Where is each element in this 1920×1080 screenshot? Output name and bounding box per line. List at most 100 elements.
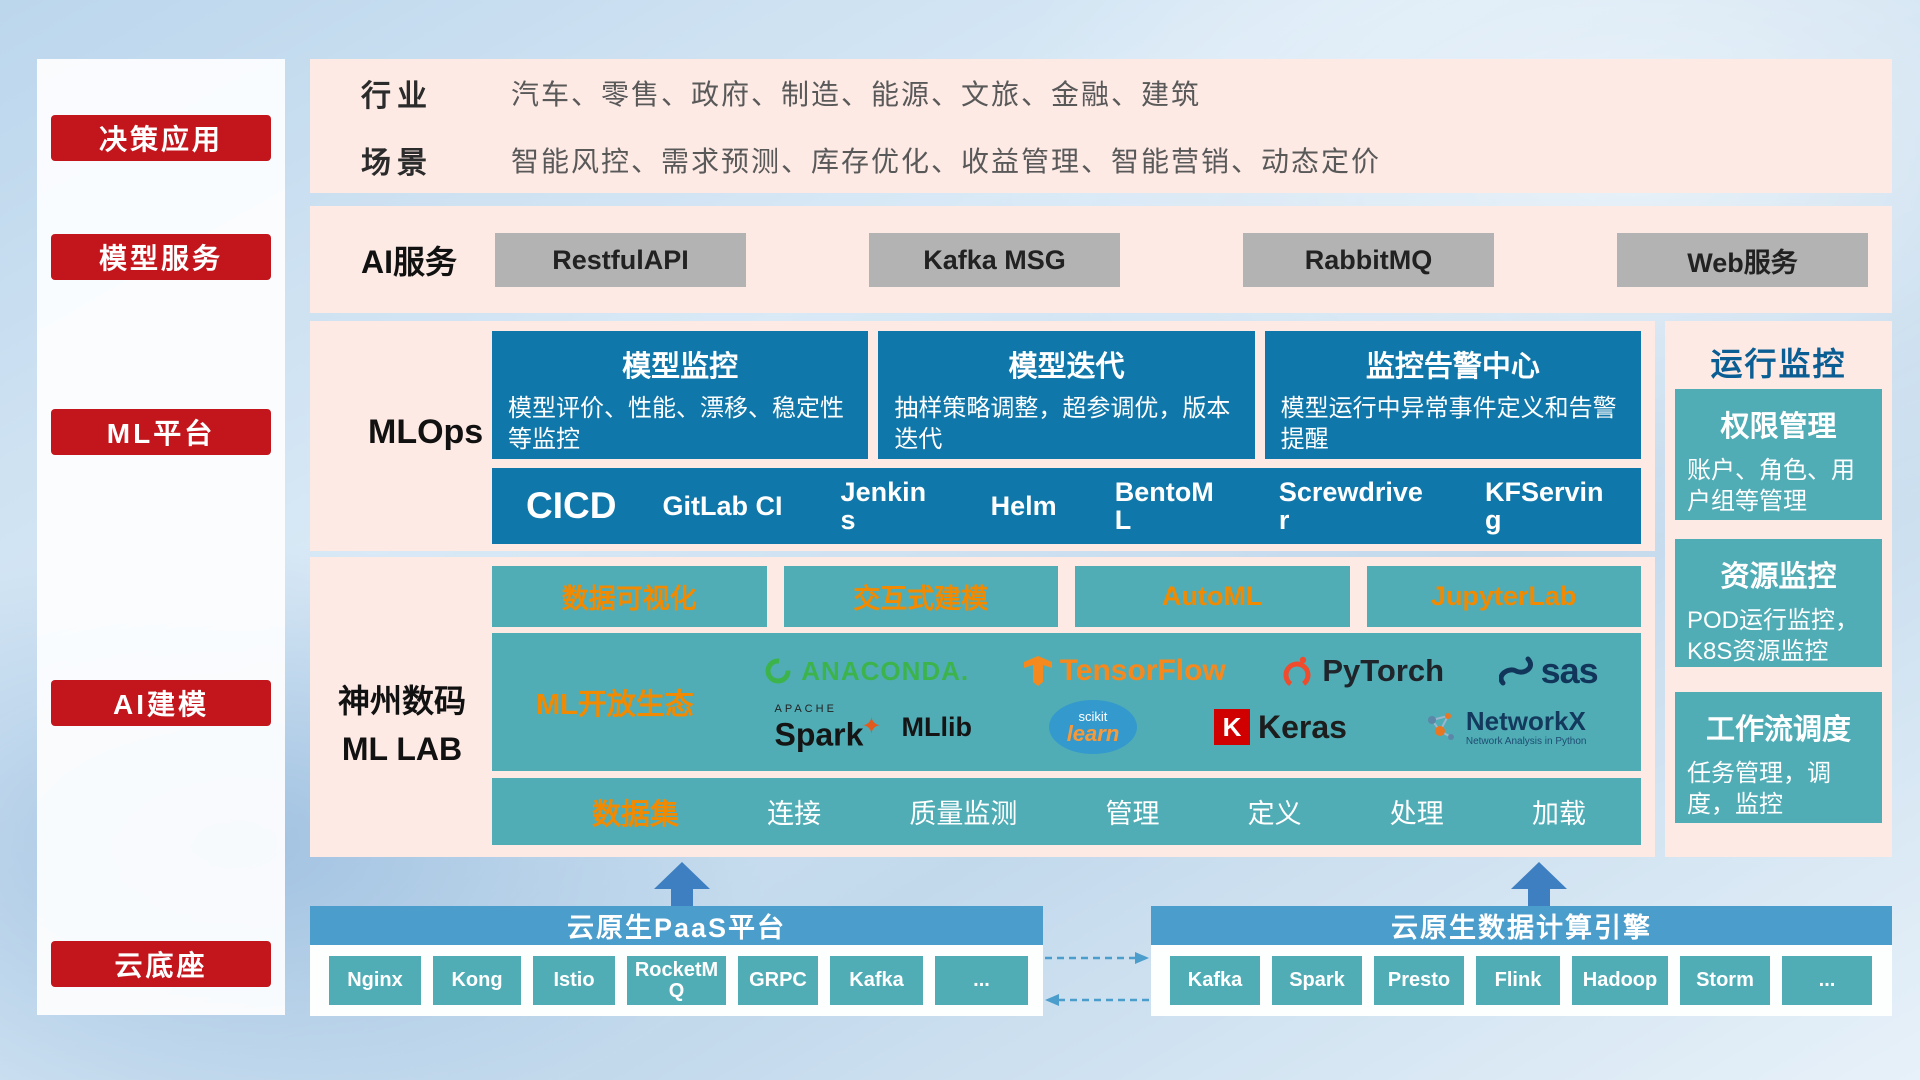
data-engine-header: 云原生数据计算引擎 (1151, 906, 1892, 945)
cicd-tool-bentoml: BentoML (1114, 476, 1214, 535)
permission-management-title: 权限管理 (1720, 411, 1837, 443)
scikit-learn-icon: scikit learn (1048, 700, 1137, 754)
data-engine-strip: Kafka Spark Presto Flink Hadoop Storm ..… (1151, 945, 1892, 1016)
anaconda-text: ANACONDA. (801, 655, 970, 686)
anaconda-logo: ANACONDA. (763, 656, 969, 687)
permission-management-desc: 账户、角色、用户组等管理 (1687, 457, 1855, 516)
logo-row-2: APACHE Spark✦ MLlib scikit learn K Kera (736, 700, 1625, 754)
data-exchange-arrows-icon (1045, 952, 1149, 1006)
up-arrow-icon (1511, 862, 1567, 906)
model-monitoring-card: 模型监控 模型评价、性能、漂移、稳定性等监控 (492, 331, 869, 459)
sidebar-item-ai-modeling: AI建模 (51, 680, 271, 726)
workflow-scheduler-title: 工作流调度 (1705, 714, 1851, 746)
model-iteration-title: 模型迭代 (1008, 351, 1125, 383)
ai-service-label: AI服务 (361, 243, 458, 280)
industry-scene-panel: 行业 汽车、零售、政府、制造、能源、文旅、金融、建筑 场景 智能风控、需求预测、… (310, 59, 1892, 193)
tensorflow-icon (1023, 656, 1052, 686)
service-web: Web服务 (1617, 233, 1868, 287)
runtime-monitor-title: 运行监控 (1710, 346, 1847, 382)
resource-monitor-title: 资源监控 (1720, 561, 1837, 593)
sidebar-item-ml-platform: ML平台 (51, 409, 271, 455)
paas-chip-rocketmq: RocketMQ (627, 956, 726, 1005)
paas-chip-kong: Kong (433, 956, 521, 1005)
spark-mllib-logo: APACHE Spark✦ MLlib (774, 702, 973, 750)
ecosystem-logos: ANACONDA. TensorFlow PyTorch (736, 650, 1641, 754)
service-restfulapi: RestfulAPI (495, 233, 746, 287)
industry-label: 行业 (361, 79, 433, 113)
scene-label: 场景 (361, 146, 433, 180)
mllab-features: 数据可视化 交互式建模 AutoML JupyterLab (492, 566, 1641, 627)
scene-value: 智能风控、需求预测、库存优化、收益管理、智能营销、动态定价 (511, 145, 1382, 177)
engine-chip-presto: Presto (1374, 956, 1464, 1005)
networkx-text: NetworkX (1465, 706, 1586, 737)
dataset-item-quality: 质量监测 (909, 799, 1018, 829)
cicd-tool-kfserving: KFServing (1484, 476, 1604, 535)
dataset-item-process: 处理 (1389, 799, 1444, 829)
networkx-icon (1427, 713, 1454, 740)
service-kafka-msg: Kafka MSG (869, 233, 1120, 287)
dataset-bar: 数据集 连接 质量监测 管理 定义 处理 加载 (492, 778, 1641, 845)
sidebar-item-model-service: 模型服务 (51, 234, 271, 280)
dataset-item-load: 加载 (1531, 799, 1586, 829)
resource-monitor-card: 资源监控 POD运行监控，K8S资源监控 (1675, 539, 1882, 667)
cicd-label: CICD (526, 485, 617, 526)
pytorch-text: PyTorch (1322, 653, 1445, 688)
model-iteration-desc: 抽样策略调整，超参调优，版本迭代 (894, 395, 1231, 454)
tensorflow-text: TensorFlow (1059, 654, 1226, 687)
keras-text: Keras (1257, 708, 1347, 745)
pytorch-logo: PyTorch (1280, 653, 1444, 689)
keras-logo: K Keras (1213, 708, 1347, 746)
engine-chip-kafka: Kafka (1170, 956, 1260, 1005)
feature-automl: AutoML (1075, 566, 1350, 627)
sas-text: sas (1540, 650, 1599, 691)
sidebar: 决策应用 模型服务 ML平台 AI建模 云底座 (37, 59, 285, 1015)
spark-star-icon: ✦ (861, 712, 882, 740)
cicd-tool-screwdriver: Screwdriver (1278, 476, 1423, 535)
tensorflow-logo: TensorFlow (1023, 654, 1226, 688)
networkx-logo: NetworkX Network Analysis in Python (1424, 707, 1587, 747)
service-rabbitmq: RabbitMQ (1243, 233, 1494, 287)
sas-logo: sas (1498, 650, 1599, 692)
networkx-subtext: Network Analysis in Python (1465, 735, 1587, 747)
engine-chip-spark: Spark (1272, 956, 1362, 1005)
feature-jupyterlab: JupyterLab (1366, 566, 1641, 627)
runtime-monitor-panel: 运行监控 权限管理 账户、角色、用户组等管理 资源监控 POD运行监控，K8S资… (1665, 321, 1892, 857)
apache-text: APACHE (774, 702, 837, 715)
paas-chip-more: ... (935, 956, 1028, 1005)
networkx-wordmark: NetworkX Network Analysis in Python (1466, 707, 1587, 747)
cicd-tool-gitlab: GitLab CI (662, 490, 783, 521)
sidebar-item-decision-app: 决策应用 (51, 115, 271, 161)
workflow-scheduler-card: 工作流调度 任务管理，调度，监控 (1675, 692, 1882, 823)
scene-row: 场景 智能风控、需求预测、库存优化、收益管理、智能营销、动态定价 (310, 126, 1892, 193)
engine-chip-flink: Flink (1476, 956, 1560, 1005)
pytorch-icon (1283, 656, 1311, 689)
ml-ecosystem-label: ML开放生态 (536, 689, 694, 721)
permission-management-card: 权限管理 账户、角色、用户组等管理 (1675, 389, 1882, 520)
mlops-panel: MLOps 模型监控 模型评价、性能、漂移、稳定性等监控 模型迭代 抽样策略调整… (310, 321, 1655, 551)
paas-chip-nginx: Nginx (329, 956, 421, 1005)
mllab-label-line2: ML LAB (341, 731, 463, 767)
anaconda-icon (765, 658, 791, 684)
ai-service-panel: AI服务 RestfulAPI Kafka MSG RabbitMQ Web服务 (310, 206, 1892, 313)
resource-monitor-desc: POD运行监控，K8S资源监控 (1687, 607, 1860, 666)
model-monitoring-title: 模型监控 (622, 351, 739, 383)
paas-platform-strip: Nginx Kong Istio RocketMQ GRPC Kafka ... (310, 945, 1043, 1016)
mllab-panel: 神州数码 ML LAB 数据可视化 交互式建模 AutoML JupyterLa… (310, 557, 1655, 857)
feature-interactive-modeling: 交互式建模 (783, 566, 1058, 627)
model-monitoring-desc: 模型评价、性能、漂移、稳定性等监控 (508, 395, 844, 454)
dataset-item-connect: 连接 (767, 799, 822, 829)
mllab-label-line1: 神州数码 (337, 683, 466, 719)
logo-row-1: ANACONDA. TensorFlow PyTorch (736, 650, 1625, 692)
sas-icon (1498, 656, 1533, 686)
cicd-tools: GitLab CI Jenkins Helm BentoML Screwdriv… (662, 478, 1607, 535)
mlops-cards: 模型监控 模型评价、性能、漂移、稳定性等监控 模型迭代 抽样策略调整，超参调优，… (492, 331, 1641, 459)
feature-data-visualization: 数据可视化 (492, 566, 767, 627)
mllib-text: MLlib (901, 711, 973, 742)
model-iteration-card: 模型迭代 抽样策略调整，超参调优，版本迭代 (878, 331, 1255, 459)
cicd-tool-jenkins: Jenkins (840, 476, 927, 535)
up-arrow-icon (654, 862, 710, 906)
cicd-bar: CICD GitLab CI Jenkins Helm BentoML Scre… (492, 468, 1641, 544)
spark-wordmark: APACHE Spark✦ (774, 702, 882, 750)
scikit-text: scikit (1078, 708, 1108, 724)
